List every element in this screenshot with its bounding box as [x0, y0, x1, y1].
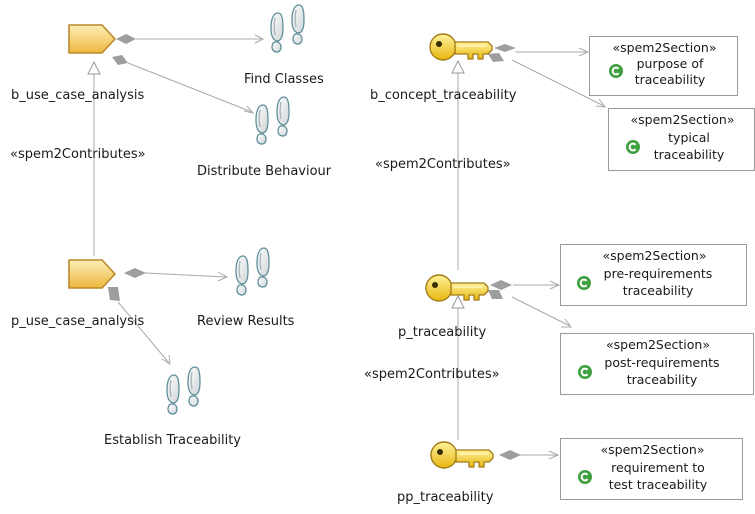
step-find-classes-label: Find Classes [244, 72, 324, 87]
right-diamonds [488, 44, 521, 460]
step-distribute-behaviour-label: Distribute Behaviour [197, 164, 332, 179]
left-generalization-arrow [87, 60, 101, 75]
section-stereotype: «spem2Section» [606, 337, 710, 352]
section-stereotype: «spem2Section» [612, 40, 716, 55]
section-stereotype: «spem2Section» [602, 248, 706, 263]
step-establish-traceability-label: Establish Traceability [104, 433, 241, 448]
section-line: pre-requirements [604, 266, 713, 281]
left-diamonds [108, 34, 146, 301]
section-box-pre-requirements-traceability[interactable]: «spem2Section» pre-requirements traceabi… [560, 244, 747, 306]
right-contributes-bottom-label: «spem2Contributes» [364, 367, 500, 382]
right-connectors [457, 47, 607, 460]
edge-review-results [144, 272, 227, 278]
edge-typical-traceability [511, 59, 605, 107]
section-line: purpose of [637, 56, 704, 71]
footprints-icon [236, 248, 269, 295]
section-stereotype: «spem2Section» [600, 442, 704, 457]
left-connectors [93, 34, 265, 365]
section-icon [577, 364, 593, 380]
section-line: traceability [654, 147, 725, 162]
task-icon[interactable] [68, 24, 116, 54]
section-box-purpose-of-traceability[interactable]: «spem2Section» purpose of traceability [589, 36, 738, 96]
section-box-typical-traceability[interactable]: «spem2Section» typical traceability [608, 108, 755, 171]
edge-post-requirements [511, 296, 571, 327]
section-box-post-requirements-traceability[interactable]: «spem2Section» post-requirements traceab… [560, 333, 754, 395]
b-concept-traceability-label: b_concept_traceability [370, 88, 517, 103]
edge-distribute-behaviour [127, 62, 253, 113]
p-use-case-analysis-label: p_use_case_analysis [11, 314, 145, 329]
section-line: traceability [635, 72, 706, 87]
pp-traceability-label: pp_traceability [397, 490, 494, 505]
left-contributes-label: «spem2Contributes» [10, 147, 146, 162]
task-icon[interactable] [68, 259, 116, 289]
section-line: test traceability [609, 477, 708, 492]
section-icon [608, 63, 624, 79]
section-stereotype: «spem2Section» [630, 112, 734, 127]
key-icon[interactable] [429, 33, 493, 61]
section-icon [577, 469, 593, 485]
right-generalization-arrow-bottom [451, 294, 465, 309]
section-icon [576, 275, 592, 291]
section-line: typical [668, 130, 710, 145]
section-line: requirement to [611, 460, 705, 475]
section-box-requirement-to-test-traceability[interactable]: «spem2Section» requirement to test trace… [560, 438, 743, 500]
section-line: traceability [623, 283, 694, 298]
section-line: traceability [627, 372, 698, 387]
edge-establish-traceability [117, 301, 170, 364]
p-traceability-label: p_traceability [398, 325, 486, 340]
section-line: post-requirements [604, 355, 719, 370]
section-icon [625, 139, 641, 155]
footprints-icon [271, 5, 304, 52]
right-contributes-top-label: «spem2Contributes» [375, 157, 511, 172]
footprints-icon [167, 367, 200, 414]
b-use-case-analysis-label: b_use_case_analysis [11, 88, 145, 103]
right-generalization-arrow-top [451, 59, 465, 74]
footprints-icon [256, 97, 289, 144]
key-icon[interactable] [430, 441, 494, 469]
step-review-results-label: Review Results [197, 314, 295, 329]
